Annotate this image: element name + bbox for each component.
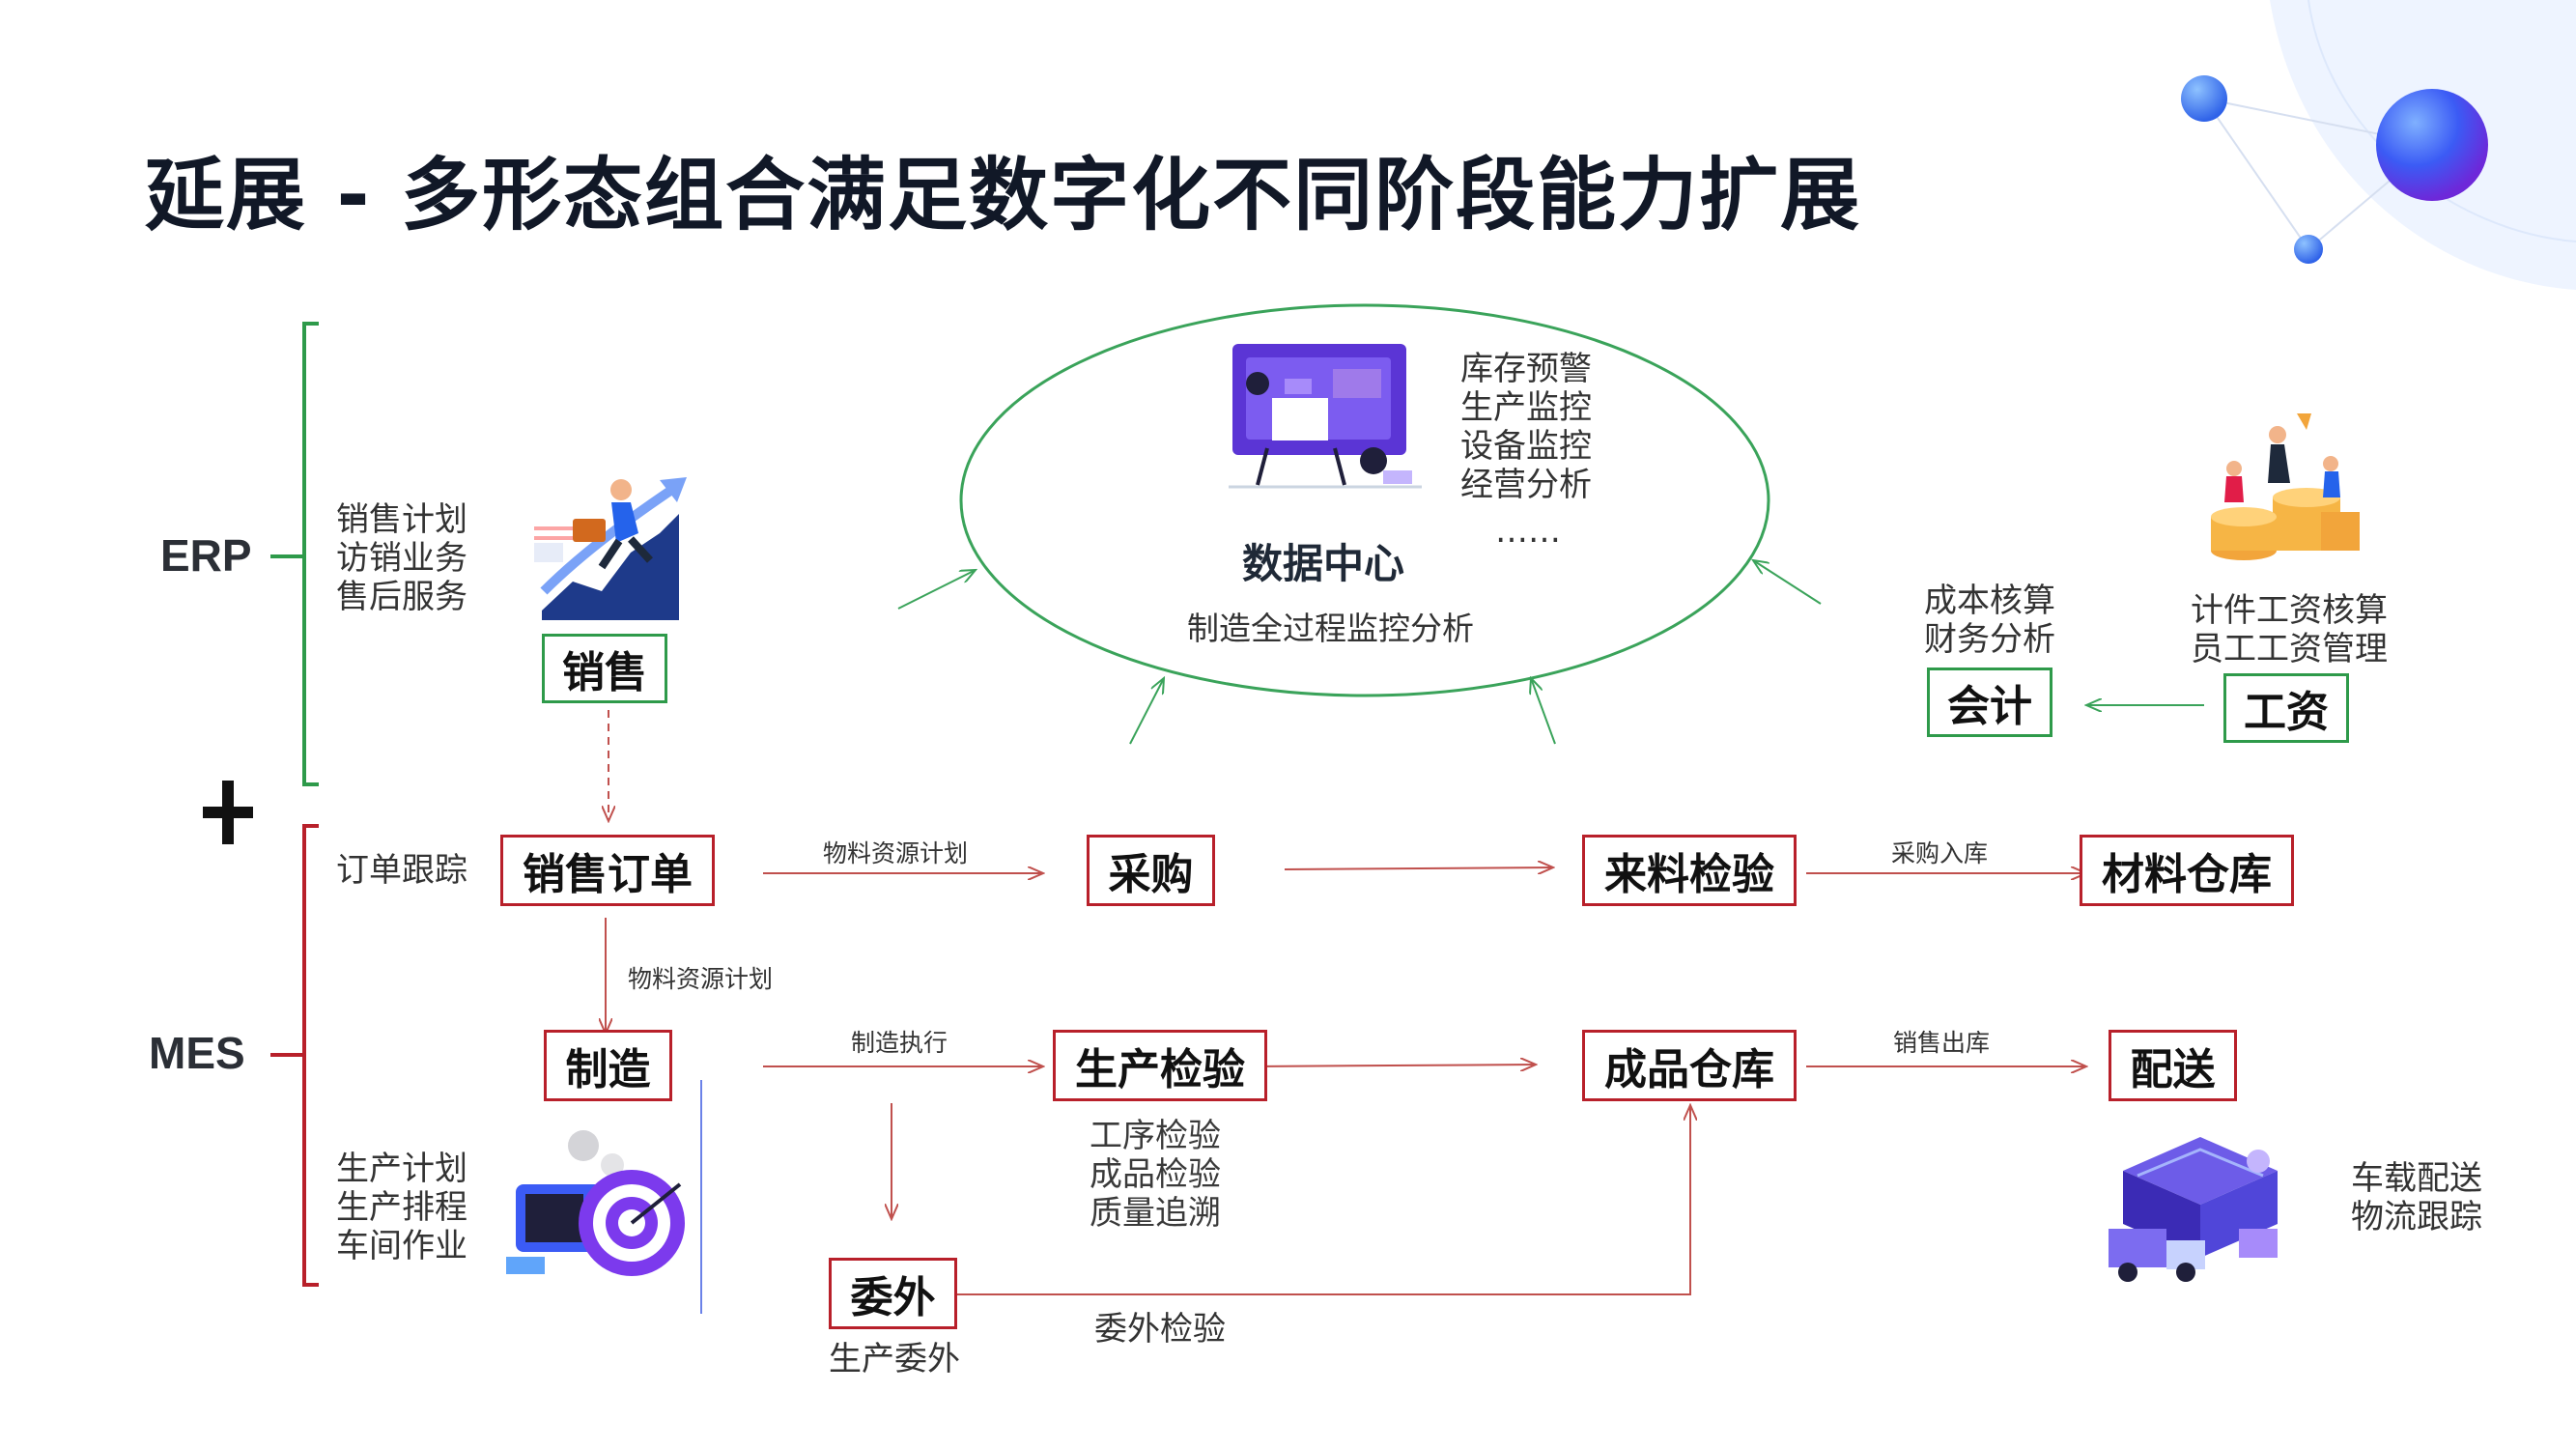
mes-bracket bbox=[302, 824, 319, 1287]
page-title: 延展 - 多形态组合满足数字化不同阶段能力扩展 bbox=[145, 150, 1862, 242]
production-target-icon bbox=[506, 1130, 685, 1276]
incoming-inspection-box: 来料检验 bbox=[1582, 835, 1797, 906]
wage-description: 计件工资核算 员工工资管理 bbox=[2191, 591, 2388, 668]
plus-icon bbox=[203, 781, 253, 848]
production-inspection-box: 生产检验 bbox=[1053, 1030, 1267, 1101]
wage-box: 工资 bbox=[2223, 673, 2349, 743]
outsourcing-box: 委外 bbox=[829, 1258, 957, 1329]
delivery-box: 配送 bbox=[2109, 1030, 2237, 1101]
data-center-ellipse bbox=[959, 303, 1770, 697]
erp-label: ERP bbox=[160, 530, 252, 581]
decor-ball-small bbox=[2181, 75, 2227, 122]
purchase-box: 采购 bbox=[1087, 835, 1215, 906]
edge-label-purchase-in: 采购入库 bbox=[1891, 839, 1989, 867]
manufacturing-box: 制造 bbox=[544, 1030, 672, 1101]
accounting-description: 成本核算 财务分析 bbox=[1924, 582, 2055, 659]
material-warehouse-box: 材料仓库 bbox=[2080, 835, 2294, 906]
accounting-box: 会计 bbox=[1927, 668, 2052, 737]
edge-label-outsourcing-inspection: 委外检验 bbox=[1094, 1310, 1226, 1349]
sales-box: 销售 bbox=[542, 634, 667, 703]
sales-description: 销售计划 访销业务 售后服务 bbox=[336, 500, 467, 616]
mes-label: MES bbox=[149, 1028, 245, 1078]
sales-growth-icon bbox=[534, 477, 687, 620]
production-description: 生产计划 生产排程 车间作业 bbox=[336, 1150, 467, 1265]
data-center-subtitle: 制造全过程监控分析 bbox=[1187, 610, 1474, 647]
delivery-description: 车载配送 物流跟踪 bbox=[2351, 1159, 2482, 1236]
wage-coins-icon bbox=[2211, 413, 2360, 560]
order-tracking-label: 订单跟踪 bbox=[336, 851, 467, 890]
delivery-truck-icon bbox=[2109, 1137, 2278, 1282]
edge-label-sales-out: 销售出库 bbox=[1893, 1029, 1991, 1057]
decor-ball-tiny bbox=[2294, 235, 2323, 264]
outsourcing-description: 生产委外 bbox=[829, 1340, 960, 1378]
finished-warehouse-box: 成品仓库 bbox=[1582, 1030, 1797, 1101]
data-center-title: 数据中心 bbox=[1242, 540, 1405, 587]
data-center-more: …… bbox=[1495, 512, 1561, 551]
edge-label-manufacturing-exec: 制造执行 bbox=[851, 1029, 948, 1057]
data-center-items: 库存预警 生产监控 设备监控 经营分析 bbox=[1460, 350, 1592, 504]
data-dashboard-icon bbox=[1229, 344, 1422, 489]
sales-order-box: 销售订单 bbox=[500, 835, 715, 906]
erp-bracket bbox=[302, 322, 319, 786]
edge-label-mrp-2: 物料资源计划 bbox=[628, 965, 774, 993]
decor-ball-large bbox=[2376, 89, 2488, 201]
edge-label-mrp-1: 物料资源计划 bbox=[823, 839, 969, 867]
production-inspection-description: 工序检验 成品检验 质量追溯 bbox=[1090, 1117, 1221, 1233]
